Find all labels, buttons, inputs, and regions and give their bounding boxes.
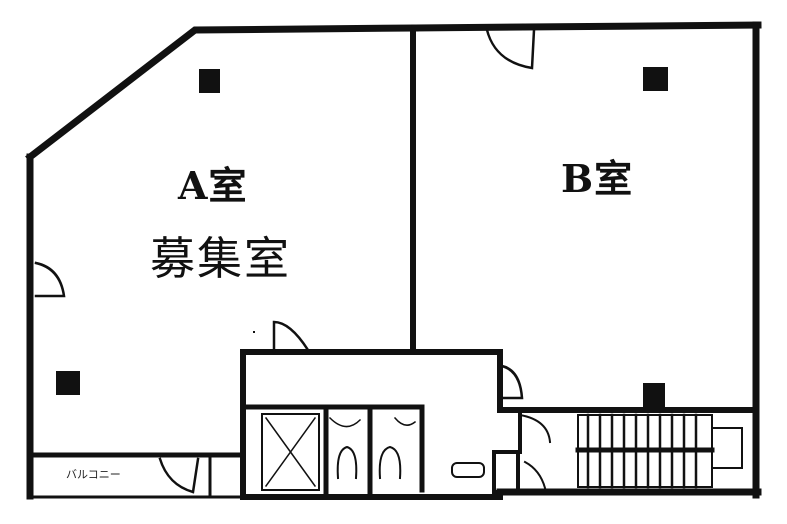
door-corridor-lower xyxy=(523,460,547,490)
elevator-shaft xyxy=(261,413,320,491)
room-a-label: A室 xyxy=(178,163,248,208)
sink-icon xyxy=(451,462,485,478)
core-inner-wall xyxy=(243,404,425,493)
room-a-outer-wall xyxy=(25,24,419,500)
door-corridor xyxy=(518,413,552,444)
elevator-cross-icon xyxy=(264,416,317,488)
column-marker xyxy=(643,67,668,91)
balcony-outline xyxy=(28,453,242,499)
door-room-b-top xyxy=(485,28,536,70)
toilet-icon xyxy=(336,445,358,480)
door-room-a-core xyxy=(272,320,310,354)
column-marker xyxy=(253,331,255,333)
meter-box xyxy=(492,450,520,494)
column-marker xyxy=(56,371,80,395)
vacancy-label: 募集室 xyxy=(150,232,292,285)
stairs xyxy=(575,413,743,489)
column-marker xyxy=(199,69,220,93)
balcony-label: バルコニー xyxy=(66,468,121,481)
door-balcony xyxy=(158,457,200,494)
toilet-icon xyxy=(378,445,402,480)
door-room-a-left xyxy=(34,261,66,298)
column-marker xyxy=(643,383,665,410)
room-b-top-wall xyxy=(411,21,762,32)
core-block-wall xyxy=(240,349,759,500)
room-b-label: B室 xyxy=(561,156,634,201)
door-room-b-core xyxy=(500,364,524,400)
